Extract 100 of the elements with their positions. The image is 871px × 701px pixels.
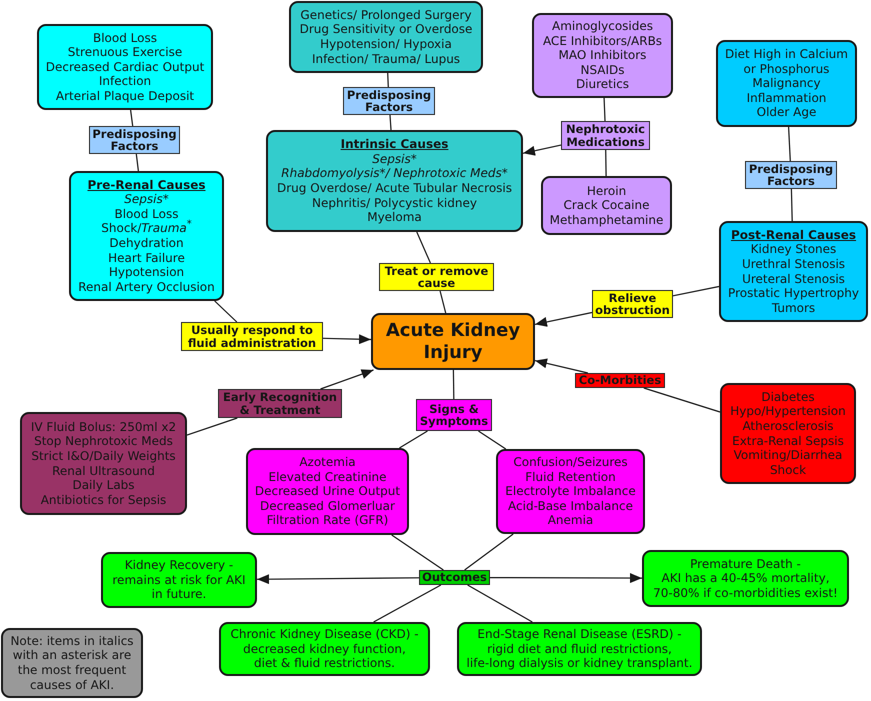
list-item: Stop Nephrotoxic Meds	[34, 434, 173, 449]
connector-line	[452, 370, 454, 399]
outcome-description: life-long dialysis or kidney transplant.	[466, 656, 692, 671]
note-box	[1, 628, 143, 698]
list-item: Older Age	[756, 105, 816, 120]
linking-phrase: Nephrotoxic Medications	[565, 123, 646, 148]
connector-line	[186, 417, 238, 436]
concept-box	[37, 24, 213, 110]
list-item: Infection/ Trauma/ Lupus	[312, 52, 460, 66]
linking-phrase: Relieve obstruction	[594, 292, 671, 316]
list-item: Nephritis/ Polycystic kidney	[312, 196, 477, 210]
connector-line	[389, 114, 392, 130]
heading: Post-Renal Causes	[730, 228, 856, 242]
linking-phrase: Outcomes	[422, 571, 487, 584]
connector-line	[373, 584, 442, 623]
list-item: Urethral Stenosis	[742, 256, 846, 272]
connector-line	[214, 300, 238, 322]
connector-line	[790, 188, 793, 222]
list-item: MAO Inhibitors	[558, 48, 646, 63]
list-item: Strict I&O/Daily Weights	[31, 448, 176, 464]
connector-line	[672, 286, 720, 296]
linking-phrase: Usually respond to fluid administration	[186, 324, 318, 349]
list-item: Azotemia	[299, 455, 356, 470]
list-item: Blood Loss	[114, 206, 178, 222]
connector-line	[478, 430, 506, 450]
list-item: Renal Artery Occlusion	[78, 280, 215, 294]
list-item: Hypotension	[108, 265, 184, 280]
connector-line	[387, 72, 389, 88]
concept-box	[716, 40, 857, 127]
list-item: Acid-Base Imbalance	[508, 498, 633, 514]
concept-box	[69, 171, 224, 301]
connector-line	[399, 430, 428, 449]
list-item: Drug Sensitivity or Overdose	[300, 22, 472, 37]
concept-box	[496, 449, 645, 534]
connector-line	[136, 154, 139, 172]
list-item: Ureteral Stenosis	[742, 272, 845, 286]
list-item: Arterial Plaque Deposit	[56, 88, 194, 104]
list-item: Decreased Glomerluar Filtration Rate (GFR)	[259, 498, 396, 528]
linking-phrase-box	[379, 263, 494, 291]
list-item: Renal Ultrasound	[52, 464, 155, 478]
list-item: Blood Loss	[92, 30, 157, 46]
arrow	[490, 573, 642, 584]
arrow	[322, 334, 372, 344]
list-item: IV Fluid Bolus: 250ml x2	[30, 420, 176, 434]
concept-box	[289, 1, 483, 73]
linking-phrase: Early Recognition & Treatment	[222, 391, 338, 416]
linking-phrase-box	[561, 121, 650, 150]
connector-line	[605, 150, 607, 176]
linking-phrase-box	[419, 570, 490, 585]
list-item: Hypo/Hypertension	[730, 404, 846, 419]
list-item: Crack Cocaine	[563, 198, 650, 213]
list-item: Extra-Renal Sepsis	[732, 434, 844, 448]
connector-line	[464, 534, 514, 570]
concept-box	[20, 412, 187, 515]
central-concept-box	[371, 313, 535, 370]
arrow	[257, 574, 419, 584]
list-item: Anemia	[548, 513, 594, 528]
list-item: Heart Failure	[108, 250, 185, 266]
list-item: Myeloma	[367, 210, 422, 225]
list-item: Heroin	[586, 184, 626, 198]
list-item: Diabetes	[761, 390, 815, 404]
list-item: Strenuous Exercise	[68, 45, 182, 60]
list-item: Vomiting/Diarrhea	[734, 448, 842, 463]
arrow	[522, 144, 562, 156]
list-item: Antibiotics for Sepsis	[40, 492, 166, 508]
linking-phrase-box	[218, 389, 342, 418]
outcome-description: AKI has a 40-45% mortality, 70-80% if co-morbidities exist!	[652, 571, 839, 600]
linking-phrase-box	[575, 373, 665, 388]
list-item: Malignancy	[752, 76, 821, 91]
list-item: Methamphetamine	[550, 212, 664, 228]
list-item: Diet High in Calcium or Phosphorus	[724, 47, 849, 76]
linking-phrase: Signs & Symptoms	[418, 402, 490, 428]
concept-box	[642, 550, 849, 607]
linking-phrase-box	[181, 322, 323, 351]
outcome-title: Premature Death -	[690, 556, 801, 572]
list-item: Shock/Trauma$^{*}$	[101, 221, 192, 236]
concept-box	[457, 622, 702, 676]
outcome-title: Kidney Recovery -	[124, 558, 234, 573]
concept-box	[266, 130, 523, 232]
linking-phrase: Predisposing Factors	[91, 128, 178, 152]
list-item: Inflammation	[746, 90, 826, 106]
outcome-description: decreased kidney function, diet & fluid restrictions.	[242, 642, 407, 671]
list-item: Fluid Retention	[525, 470, 616, 484]
list-item: Kidney Stones	[750, 242, 836, 257]
outcome-description: remains at risk for AKI in future.	[111, 572, 247, 602]
outcome-title: End-Stage Renal Disease (ESRD) -	[477, 627, 682, 642]
connector-line	[391, 534, 444, 570]
arrow	[320, 369, 374, 390]
list-item: Sepsis*	[124, 192, 169, 207]
connector-line	[440, 290, 446, 314]
list-item: Dehydration	[109, 236, 184, 251]
list-item: Electrolyte Imbalance	[505, 484, 636, 499]
list-item: ACE Inhibitors/ARBs	[542, 34, 662, 48]
linking-phrase: Predisposing Factors	[748, 162, 834, 188]
concept-box	[532, 13, 673, 98]
list-item: Aminoglycosides	[552, 19, 653, 34]
list-item: Prostatic Hypertrophy	[728, 286, 859, 301]
linking-phrase: Co-Morbities	[578, 374, 662, 387]
list-item: Hypotension/ Hypoxia	[320, 37, 452, 52]
list-item: Atherosclerosis	[742, 418, 834, 434]
